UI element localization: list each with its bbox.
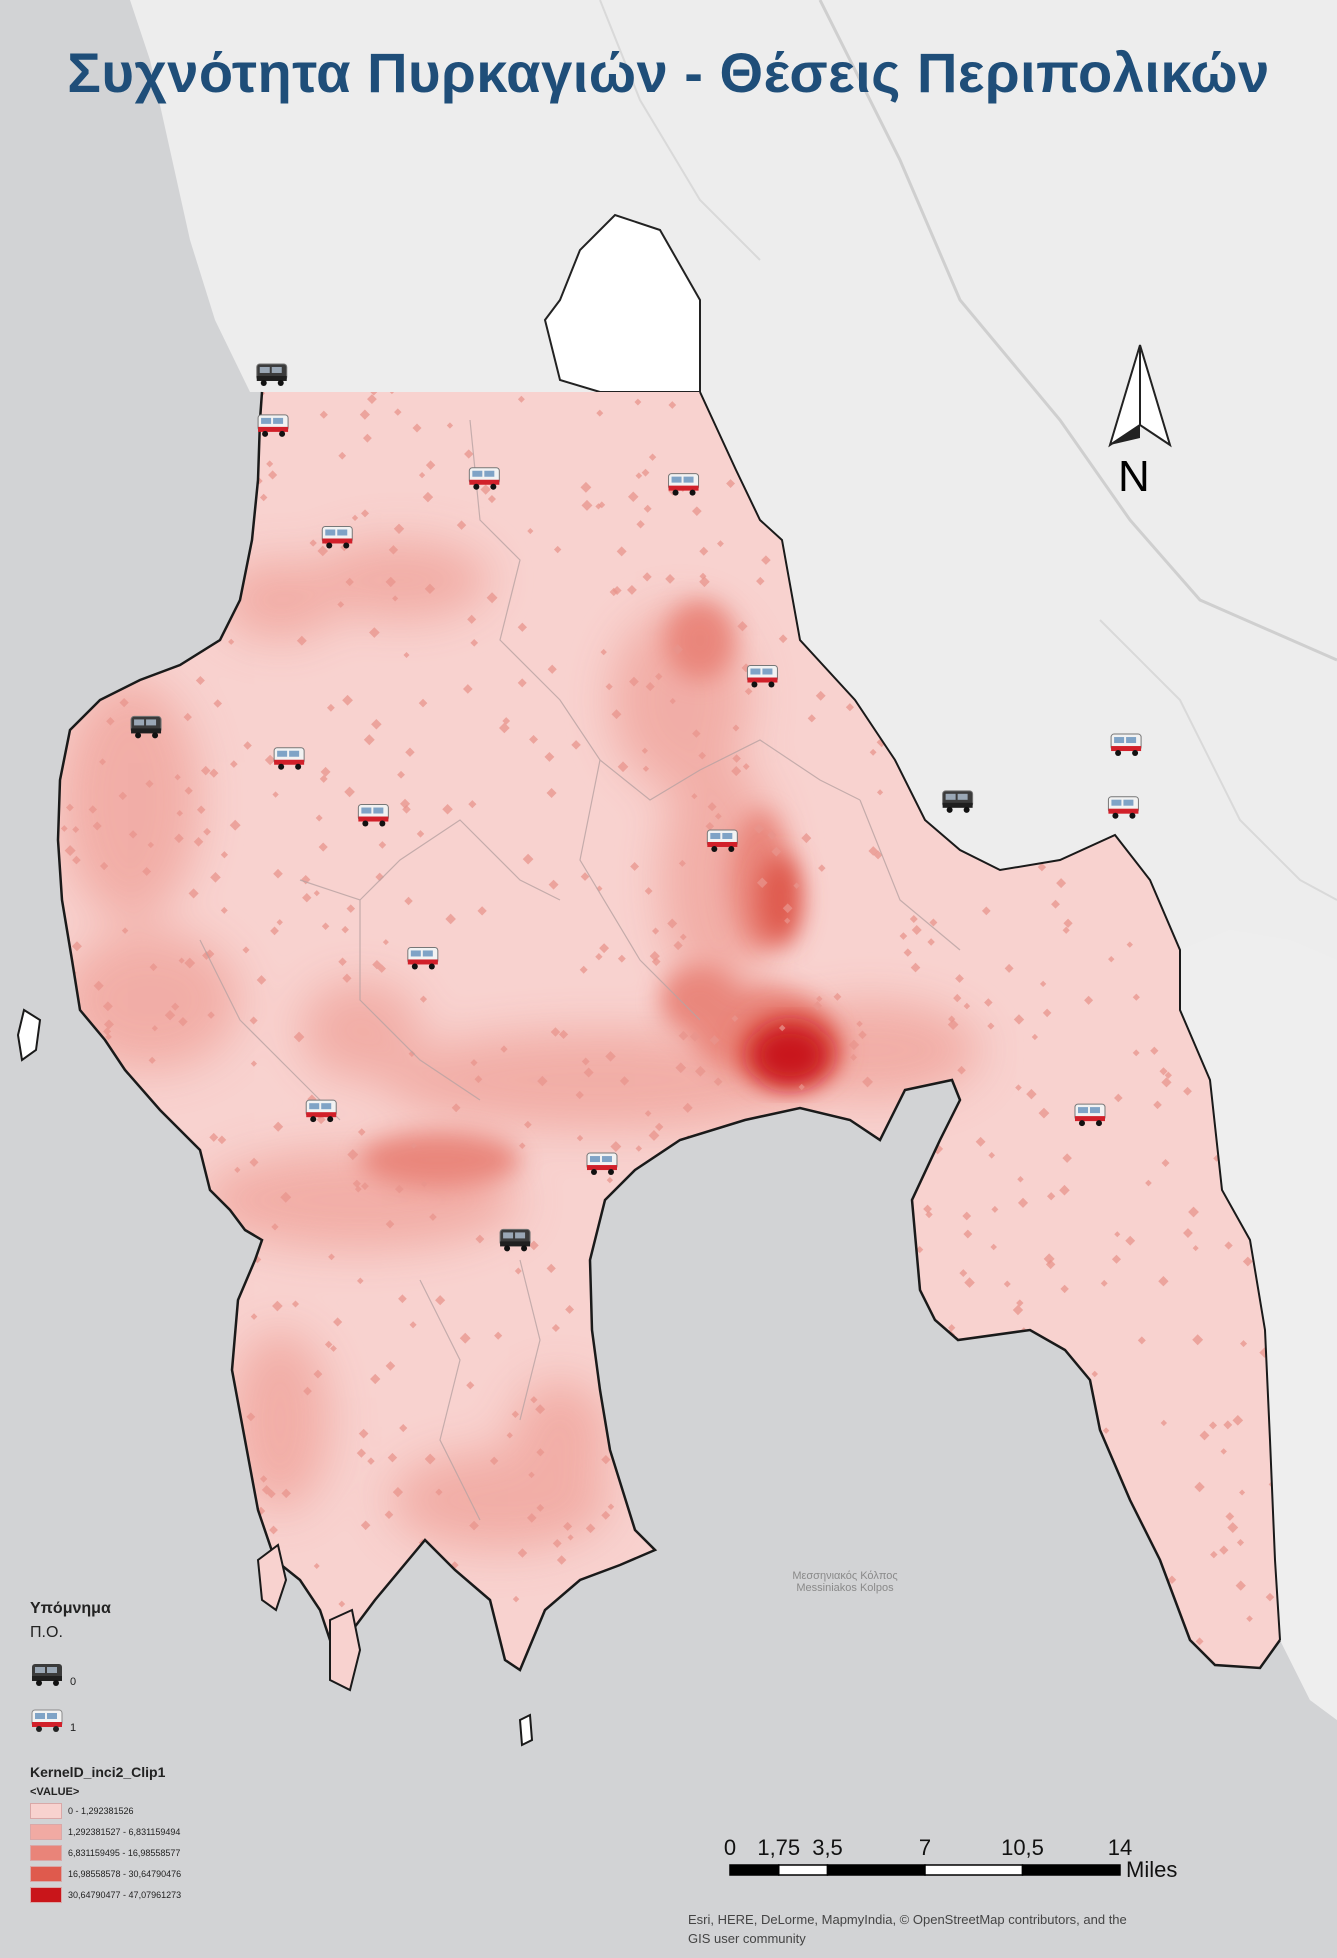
scale-bar-tick-label: 3,5 [812,1835,843,1860]
red-fire-truck-icon[interactable] [321,525,353,549]
attribution: Esri, HERE, DeLorme, MapmyIndia, © OpenS… [688,1910,1337,1948]
dark-fire-truck-icon[interactable] [499,1228,531,1252]
scale-bar-segment [729,1864,780,1876]
kernel-class-swatch [30,1803,62,1819]
sea-label-greek: Μεσσηνιακός Κόλπος [792,1570,898,1582]
legend-po-1-label: 1 [70,1722,77,1734]
kernel-class-swatch [30,1824,62,1840]
red-fire-truck-icon[interactable] [586,1152,618,1176]
red-fire-truck-icon[interactable] [1074,1103,1106,1127]
kernel-class-label: 1,292381527 - 6,831159494 [68,1827,181,1837]
red-fire-truck-icon[interactable] [668,473,700,496]
scale-bar-tick-label: 14 [1108,1835,1132,1860]
red-fire-truck-icon[interactable] [273,747,305,770]
scale-bar-segment [778,1864,829,1876]
legend-po-0-label: 0 [70,1676,77,1688]
red-fire-truck-icon[interactable] [407,946,439,970]
attribution-line-2: GIS user community [688,1931,806,1946]
legend-kernel-class: 16,98558578 - 30,64790476 [30,1866,290,1882]
red-fire-truck-icon[interactable] [468,467,500,490]
legend-kernel-class: 1,292381527 - 6,831159494 [30,1824,290,1840]
north-arrow-icon [1108,344,1172,448]
map-title: Συχνότητα Πυρκαγιών - Θέσεις Περιπολικών [67,41,1270,104]
kernel-class-swatch [30,1845,62,1861]
kernel-class-swatch [30,1866,62,1882]
legend-heading: Υπόμνημα [30,1600,111,1617]
red-fire-truck-icon[interactable] [357,804,389,827]
legend-kernel-class: 30,64790477 - 47,07961273 [30,1887,290,1903]
dark-fire-truck-icon[interactable] [130,715,162,739]
kernel-class-label: 6,831159495 - 16,98558577 [68,1848,181,1858]
sea-label: Μεσσηνιακός Κόλπος Messiniakos Kolpos [770,1570,920,1594]
legend-kernel-class: 0 - 1,292381526 [30,1803,290,1819]
legend-kernel-class: 6,831159495 - 16,98558577 [30,1845,290,1861]
scale-bar-tick-label: 0 [724,1835,736,1860]
scale-bar-tick-label: 1,75 [757,1835,800,1860]
red-fire-truck-icon[interactable] [305,1099,337,1123]
kernel-layer-title: KernelD_inci2_Clip1 [30,1764,166,1780]
kernel-class-swatch [30,1887,62,1903]
scale-bar-segment [1021,1864,1121,1876]
red-fire-truck-icon[interactable] [706,829,738,852]
red-fire-truck-icon[interactable] [1110,733,1142,757]
scale-bar-tick-label: 10,5 [1001,1835,1044,1860]
scale-bar-unit: Miles [1126,1857,1177,1882]
kernel-class-label: 0 - 1,292381526 [68,1806,134,1816]
scale-bar-tick-label: 7 [919,1835,931,1860]
north-label: N [1118,452,1150,501]
kernel-class-label: 30,64790477 - 47,07961273 [68,1890,182,1900]
red-fire-truck-icon[interactable] [746,665,778,688]
legend-po-label: Π.Ο. [30,1624,63,1641]
kernel-value-label: <VALUE> [30,1786,80,1798]
sea-label-latin: Messiniakos Kolpos [796,1582,894,1594]
dark-fire-truck-icon[interactable] [942,790,974,813]
attribution-line-1: Esri, HERE, DeLorme, MapmyIndia, © OpenS… [688,1912,1127,1927]
legend: Υπόμνημα Π.Ο. 0 1 KernelD_inci2_Clip1 [30,1600,290,1903]
legend-item-po-0: 0 [30,1660,290,1688]
red-fire-truck-icon [31,1709,63,1732]
scale-bar-segment [826,1864,926,1876]
red-fire-truck-icon[interactable] [257,414,289,437]
legend-item-po-1: 1 [30,1706,290,1734]
kernel-class-label: 16,98558578 - 30,64790476 [68,1869,182,1879]
red-fire-truck-icon[interactable] [1107,796,1139,819]
scale-bar-segment [924,1864,1024,1876]
dark-fire-truck-icon[interactable] [256,363,288,386]
dark-fire-truck-icon [32,1664,62,1686]
